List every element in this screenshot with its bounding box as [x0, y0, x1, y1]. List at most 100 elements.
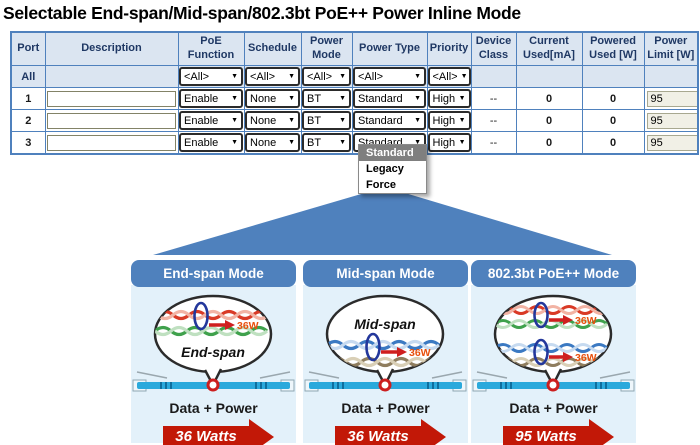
chevron-down-icon: ▼: [231, 95, 238, 102]
col-description: Description: [44, 31, 179, 66]
pointer-triangle: [153, 187, 612, 255]
power-loop-icon: [533, 338, 549, 366]
power-mode-select[interactable]: BT▼: [302, 133, 351, 152]
table-row-port-2: 2 Enable▼ None▼ BT▼ Standard▼ High▼ -- 0…: [10, 109, 699, 132]
col-schedule: Schedule: [243, 31, 302, 66]
chevron-down-icon: ▼: [460, 73, 468, 80]
injection-point-marker: [206, 378, 220, 392]
menu-item-standard[interactable]: Standard: [359, 145, 426, 161]
power-watt-label: 36W: [237, 320, 259, 332]
poe-function-select[interactable]: Enable▼: [179, 133, 243, 152]
schedule-select[interactable]: None▼: [245, 89, 300, 108]
watts-arrow: 36 Watts: [335, 419, 446, 445]
chevron-down-icon: ▼: [339, 139, 346, 146]
power-watt-label: 36W: [575, 352, 597, 364]
priority-select[interactable]: High▼: [428, 133, 470, 152]
end-span-diagram-graphic: 36W End-span: [132, 294, 295, 392]
power-mode-select[interactable]: BT▼: [302, 111, 351, 130]
col-power-type: Power Type: [351, 31, 428, 66]
priority-select[interactable]: High▼: [428, 111, 470, 130]
port-number: 3: [10, 131, 46, 155]
mid-span-diagram-graphic: 36W Mid-span: [304, 294, 467, 392]
all-poe-function-select[interactable]: <All>▼: [179, 67, 243, 86]
port-number: 2: [10, 109, 46, 132]
col-power-limit: Power Limit [W]: [643, 31, 699, 66]
data-power-label: Data + Power: [341, 400, 430, 416]
powered-used-value: 0: [581, 131, 645, 155]
power-mode-select[interactable]: BT▼: [302, 89, 351, 108]
device-class-value: --: [470, 109, 517, 132]
chevron-down-icon: ▼: [458, 139, 466, 146]
chevron-down-icon: ▼: [458, 117, 466, 124]
chevron-down-icon: ▼: [288, 95, 295, 102]
col-device-class: Device Class: [470, 31, 517, 66]
chevron-down-icon: ▼: [231, 117, 238, 124]
col-poe-function: PoE Function: [177, 31, 245, 66]
port-all-label: All: [10, 65, 46, 88]
col-powered-used: Powered Used [W]: [581, 31, 645, 66]
all-power-mode-select[interactable]: <All>▼: [302, 67, 351, 86]
panel-title: 802.3bt PoE++ Mode: [471, 260, 636, 287]
power-limit-input[interactable]: [646, 134, 697, 151]
schedule-select[interactable]: None▼: [245, 133, 300, 152]
data-power-label: Data + Power: [509, 400, 598, 416]
poe-config-table: Port Description PoE Function Schedule P…: [10, 31, 699, 155]
watts-arrow: 95 Watts: [503, 419, 614, 445]
injection-point-marker: [378, 378, 392, 392]
injection-point-marker: [546, 378, 560, 392]
table-row-all: All <All>▼ <All>▼ <All>▼ <All>▼ <All>▼: [10, 65, 699, 88]
col-power-mode: Power Mode: [300, 31, 353, 66]
power-loop-icon: [193, 301, 209, 331]
power-watt-label: 36W: [409, 347, 431, 359]
chevron-down-icon: ▼: [339, 73, 346, 80]
8023bt-diagram-graphic: 36W 36W: [472, 294, 635, 392]
table-header-row: Port Description PoE Function Schedule P…: [10, 31, 699, 66]
panel-title: End-span Mode: [131, 260, 296, 287]
schedule-select[interactable]: None▼: [245, 111, 300, 130]
current-used-value: 0: [515, 87, 583, 110]
poe-function-select[interactable]: Enable▼: [179, 89, 243, 108]
chevron-down-icon: ▼: [339, 117, 346, 124]
watts-arrow: 36 Watts: [163, 419, 274, 445]
menu-item-force[interactable]: Force: [366, 179, 396, 191]
chevron-down-icon: ▼: [414, 117, 421, 124]
chevron-down-icon: ▼: [231, 139, 238, 146]
power-limit-input[interactable]: [646, 112, 697, 129]
panel-end-span: End-span Mode: [131, 260, 296, 445]
all-priority-select[interactable]: <All>▼: [428, 67, 470, 86]
device-class-value: --: [470, 131, 517, 155]
current-used-value: 0: [515, 109, 583, 132]
poe-function-select[interactable]: Enable▼: [179, 111, 243, 130]
col-priority: Priority: [426, 31, 472, 66]
description-input[interactable]: [47, 112, 176, 129]
power-watt-label: 36W: [575, 315, 597, 327]
power-limit-input[interactable]: [646, 90, 697, 107]
all-power-type-select[interactable]: <All>▼: [353, 67, 426, 86]
power-type-select[interactable]: Standard▼: [353, 89, 426, 108]
priority-select[interactable]: High▼: [428, 89, 470, 108]
panel-8023bt: 802.3bt PoE++ Mode: [471, 260, 636, 445]
chevron-down-icon: ▼: [414, 139, 421, 146]
bubble-label: Mid-span: [354, 316, 415, 332]
chevron-down-icon: ▼: [339, 95, 346, 102]
panel-mid-span: Mid-span Mode: [303, 260, 468, 445]
all-schedule-select[interactable]: <All>▼: [245, 67, 300, 86]
current-used-value: 0: [515, 131, 583, 155]
power-loop-icon: [533, 301, 549, 329]
panel-title: Mid-span Mode: [303, 260, 468, 287]
chevron-down-icon: ▼: [414, 95, 421, 102]
description-input[interactable]: [47, 90, 176, 107]
data-power-label: Data + Power: [169, 400, 258, 416]
menu-item-legacy[interactable]: Legacy: [366, 163, 404, 175]
bubble-label: End-span: [181, 344, 245, 360]
port-number: 1: [10, 87, 46, 110]
chevron-down-icon: ▼: [288, 117, 295, 124]
powered-used-value: 0: [581, 109, 645, 132]
chevron-down-icon: ▼: [288, 73, 295, 80]
chevron-down-icon: ▼: [288, 139, 295, 146]
device-class-value: --: [470, 87, 517, 110]
power-type-select[interactable]: Standard▼: [353, 111, 426, 130]
power-loop-icon: [365, 332, 381, 362]
description-input[interactable]: [47, 134, 176, 151]
